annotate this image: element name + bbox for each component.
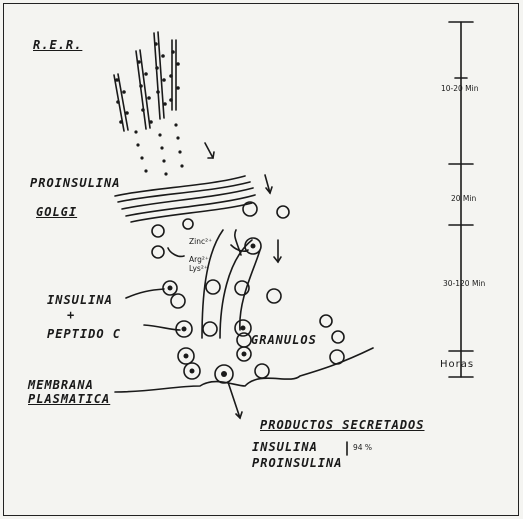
time-label-1: 10-20 Min	[441, 84, 479, 93]
arg-label: Arg²⁺	[189, 255, 209, 264]
pointer-peptido	[144, 325, 180, 330]
time-label-4: Horas	[440, 359, 474, 370]
granulos-label: GRANULOS	[251, 333, 317, 347]
rer-strands	[114, 32, 176, 131]
granule-vesicles	[152, 202, 344, 383]
insulina-product-label: INSULINA	[252, 440, 318, 454]
time-label-2: 20 Min	[451, 194, 476, 203]
plasmatica-label: PLASMATICA	[28, 392, 110, 406]
proinsulina-product-label: PROINSULINA	[252, 456, 342, 470]
lys-label: Lys²⁺	[189, 264, 208, 273]
time-label-3: 30-120 Min	[443, 279, 485, 288]
proinsulina-label: PROINSULINA	[30, 176, 120, 190]
membrana-label: MEMBRANA	[28, 378, 94, 392]
zinc-label: Zinc²⁺	[189, 237, 212, 246]
plus-sign: +	[67, 308, 75, 322]
productos-label: PRODUCTOS SECRETADOS	[260, 418, 425, 432]
peptido-label: PEPTIDO C	[47, 327, 121, 341]
golgi-label: GOLGI	[36, 205, 77, 219]
insulina-label: INSULINA	[47, 293, 113, 307]
flow-arrow-top	[205, 143, 213, 158]
pointer-products	[228, 382, 240, 418]
flow-line-right	[240, 250, 260, 330]
percent-label: 94 %	[353, 443, 372, 452]
golgi-stack	[115, 176, 255, 222]
rer-label: R.E.R.	[33, 38, 82, 52]
